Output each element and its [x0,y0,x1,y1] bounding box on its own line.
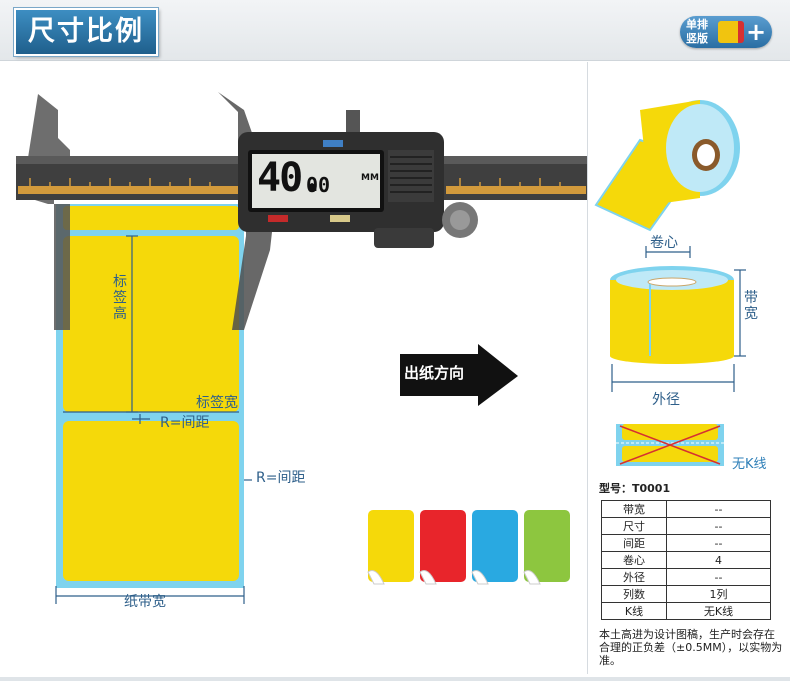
tolerance-note: 本土高进为设计图稿，生产时会存在合理的正负差（±0.5MM），以实物为准。 [599,628,783,667]
spec-name: 间距 [601,534,667,552]
no-k-line-sample [616,424,724,466]
dimension-lines [55,235,252,604]
feed-direction-label: 出纸方向 [404,364,465,382]
no-k-line-label: 无K线 [732,457,767,472]
gap-inner-label: R=间距 [160,415,210,431]
swatch-red [420,510,466,582]
core-label: 卷心 [650,235,678,251]
spec-name: K线 [601,602,667,620]
color-swatches [367,510,570,585]
spec-row: 外径-- [601,568,771,586]
thumb-screw [346,110,360,132]
paper-width-label: 纸带宽 [124,594,166,610]
layout-mode-label: 单排 竖版 [686,18,716,46]
caliper-unit: MM [361,173,379,183]
spec-value: -- [666,568,771,586]
label-top [63,236,239,412]
caliper-jaw-left [18,94,70,330]
label-partial [63,206,239,230]
spec-name: 尺寸 [601,517,667,535]
grille-lines [390,156,432,193]
spec-name: 列数 [601,585,667,603]
speaker-grille [388,150,434,202]
spec-row: 间距-- [601,534,771,552]
header-bar: 尺寸比例 单排 竖版 + [0,0,790,61]
feed-direction-arrow [400,344,518,406]
spec-row: 带宽-- [601,500,771,518]
ruler-ticks [29,178,561,186]
label-roll-icon [718,21,744,43]
tape-width-label: 带宽 [744,290,758,322]
ruler-strip [18,186,238,194]
swatch-yellow [368,510,414,582]
section-divider [587,62,588,674]
spec-value: 4 [666,551,771,569]
page-title: 尺寸比例 [14,8,158,56]
roll-dimensions [611,269,746,392]
spec-name: 卷心 [601,551,667,569]
top-button-blue [323,140,343,147]
model-number: 型号：T0001 [599,482,671,495]
caliper-reading-decimal: 00 [306,173,331,197]
roll-illustrations [594,100,746,466]
button-tan [330,215,350,222]
spec-row: K线无K线 [601,602,771,620]
plus-icon: + [746,18,767,46]
spec-name: 外径 [601,568,667,586]
label-bottom [63,421,239,581]
label-height-label: 标签高 [113,274,127,322]
spec-value: 无K线 [666,602,771,620]
gap-side-label: R=间距 [256,470,306,486]
bottom-rule [0,677,790,681]
swatch-green [524,510,570,582]
caliper-reading: 40. [257,155,325,201]
spec-value: -- [666,517,771,535]
roll-angled [594,100,740,232]
layout-mode-line1: 单排 [686,18,708,31]
spec-row: 尺寸-- [601,517,771,535]
layout-mode-line2: 竖版 [686,32,708,45]
roll-front [610,266,734,364]
spec-name: 带宽 [601,500,667,518]
outer-diameter-label: 外径 [652,392,680,408]
label-width-label: 标签宽 [196,395,238,411]
swatch-blue [472,510,518,582]
lcd-screen [252,154,380,208]
spec-value: -- [666,534,771,552]
spec-value: -- [666,500,771,518]
caliper-illustration [16,92,587,604]
layout-mode-button[interactable]: 单排 竖版 + [680,16,772,48]
spec-value: 1列 [666,585,771,603]
button-red [268,215,288,222]
core-dimension [645,246,691,258]
